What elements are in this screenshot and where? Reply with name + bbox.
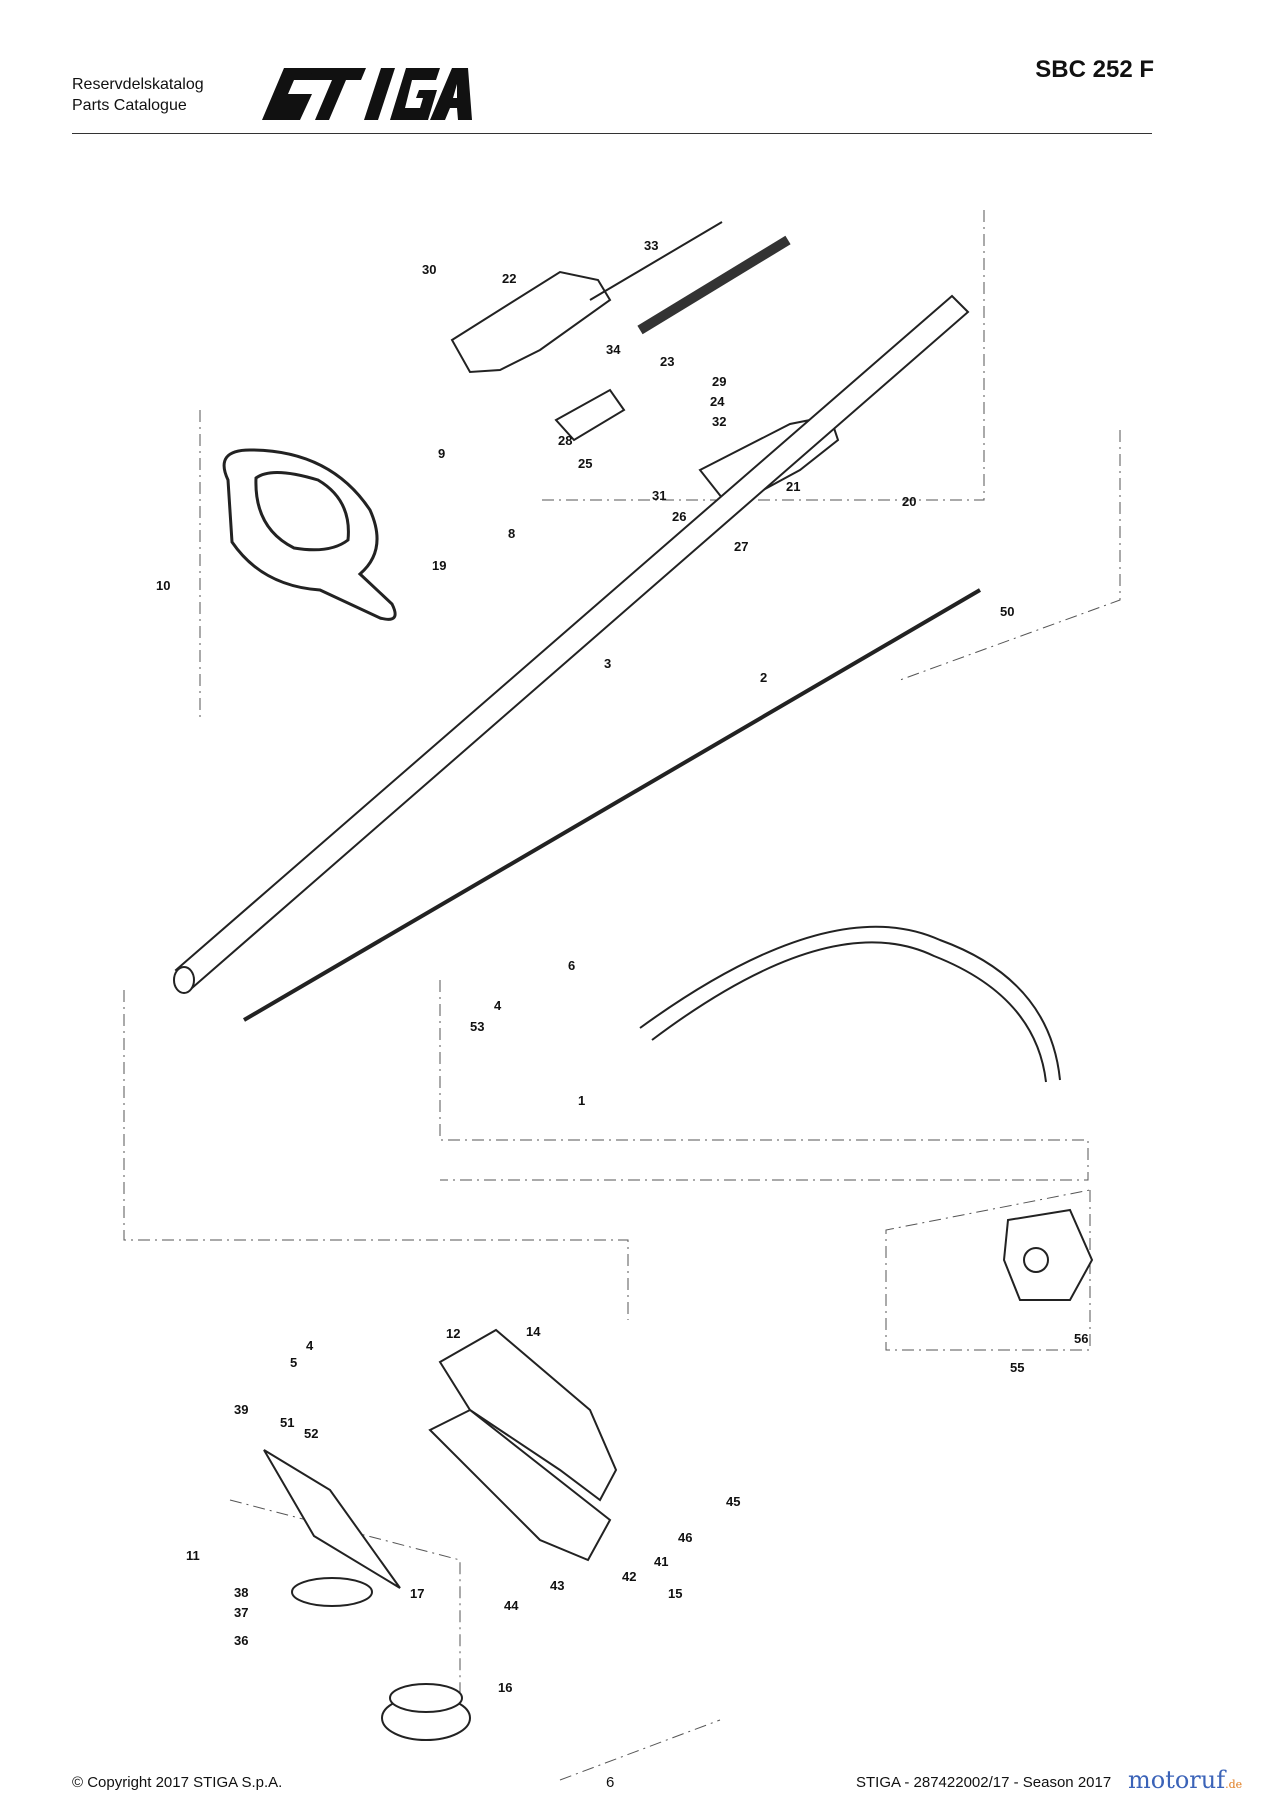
loop-handle-part (222, 448, 397, 621)
callout-label: 25 (578, 456, 592, 471)
callout-label: 39 (234, 1402, 248, 1417)
callout-label: 15 (668, 1586, 682, 1601)
engine-housing-part (450, 221, 791, 374)
callout-label: 24 (710, 394, 725, 409)
callout-label: 31 (652, 488, 666, 503)
callout-label: 4 (306, 1338, 314, 1353)
callout-label: 30 (422, 262, 436, 277)
callout-label: 9 (438, 446, 445, 461)
callout-label: 34 (606, 342, 621, 357)
document-reference: STIGA - 287422002/17 - Season 2017 (856, 1774, 1112, 1791)
watermark-text: motoruf (1128, 1766, 1226, 1794)
catalogue-label-swedish: Reservdelskatalog (72, 76, 204, 93)
callout-label: 4 (494, 998, 502, 1013)
callout-label: 12 (446, 1326, 460, 1341)
callout-label: 50 (1000, 604, 1014, 619)
callout-label: 41 (654, 1554, 668, 1569)
callout-label: 22 (502, 271, 516, 286)
callout-label: 53 (470, 1019, 484, 1034)
callout-label: 42 (622, 1569, 636, 1584)
callout-label: 43 (550, 1578, 564, 1593)
callout-labels: 1 2 3 4 4 5 6 8 9 10 11 12 14 15 16 17 1… (156, 238, 1088, 1695)
callout-label: 2 (760, 670, 767, 685)
callout-label: 8 (508, 526, 515, 541)
drive-tube-part (173, 294, 970, 994)
callout-label: 1 (578, 1093, 585, 1108)
trimmer-head-part (381, 1683, 471, 1741)
callout-label: 33 (644, 238, 658, 253)
callout-label: 38 (234, 1585, 248, 1600)
callout-label: 20 (902, 494, 916, 509)
callout-label: 27 (734, 539, 748, 554)
watermark-suffix: .de (1225, 1778, 1243, 1791)
callout-label: 52 (304, 1426, 318, 1441)
blade-part (263, 1449, 401, 1607)
flex-shaft-part (639, 925, 1061, 1083)
callout-label: 23 (660, 354, 674, 369)
callout-label: 3 (604, 656, 611, 671)
callout-label: 55 (1010, 1360, 1024, 1375)
stiga-logo (254, 60, 474, 131)
catalogue-label-english: Parts Catalogue (72, 97, 187, 114)
model-number: SBC 252 F (1035, 56, 1154, 83)
callout-label: 19 (432, 558, 446, 573)
callout-label: 44 (504, 1598, 519, 1613)
callout-label: 32 (712, 414, 726, 429)
callout-label: 14 (526, 1324, 541, 1339)
callout-label: 29 (712, 374, 726, 389)
callout-label: 37 (234, 1605, 248, 1620)
callout-label: 46 (678, 1530, 692, 1545)
catalogue-label: Reservdelskatalog Parts Catalogue (72, 74, 204, 116)
callout-label: 56 (1074, 1331, 1088, 1346)
copyright-notice: © Copyright 2017 STIGA S.p.A. (72, 1774, 283, 1791)
header-rule (72, 133, 1152, 134)
callout-label: 6 (568, 958, 575, 973)
drive-shaft-part (242, 588, 982, 1022)
dash-guides (123, 210, 1121, 1781)
callout-label: 36 (234, 1633, 248, 1648)
callout-label: 51 (280, 1415, 294, 1430)
callout-label: 28 (558, 433, 572, 448)
callout-label: 5 (290, 1355, 297, 1370)
callout-label: 16 (498, 1680, 512, 1695)
guard-part (428, 1328, 618, 1562)
gear-head-part (1002, 1208, 1094, 1301)
callout-label: 26 (672, 509, 686, 524)
callout-label: 17 (410, 1586, 424, 1601)
callout-label: 45 (726, 1494, 740, 1509)
callout-label: 21 (786, 479, 800, 494)
callout-label: 10 (156, 578, 170, 593)
callout-label: 11 (186, 1548, 200, 1563)
motoruf-watermark: motoruf.de (1128, 1766, 1242, 1794)
page-number: 6 (606, 1774, 615, 1791)
